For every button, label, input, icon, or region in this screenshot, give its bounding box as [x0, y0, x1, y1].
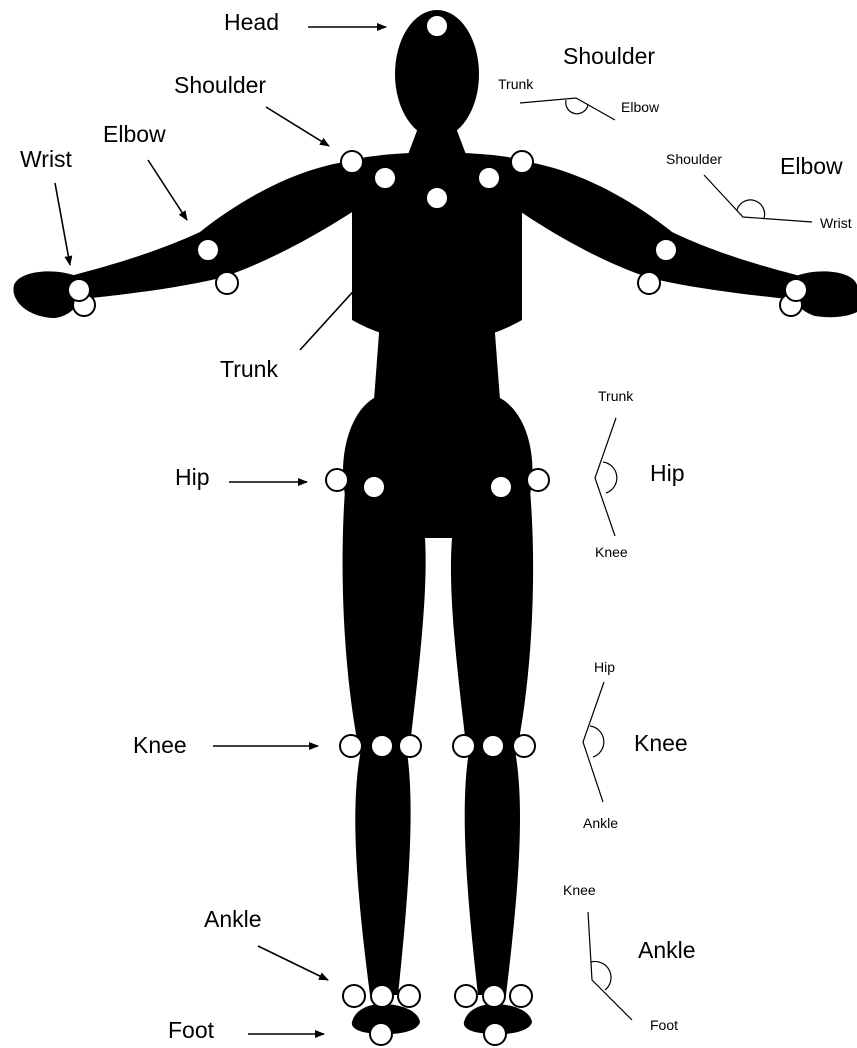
- left-shin-shape: [355, 745, 410, 995]
- human-silhouette: [13, 10, 857, 1034]
- ankle-angle-knee: Knee: [563, 882, 596, 898]
- hip-angle-knee: Knee: [595, 544, 628, 560]
- left-foot-marker: [370, 1023, 392, 1045]
- ankle-angle-diagram: Ankle Knee Foot: [563, 882, 696, 1033]
- right-ankle-marker-outer: [510, 985, 532, 1007]
- left-elbow-marker-lower: [216, 272, 238, 294]
- hip-angle-title: Hip: [650, 460, 685, 486]
- right-foot-marker: [484, 1023, 506, 1045]
- trunk-label: Trunk: [220, 356, 278, 382]
- shoulder-angle-diagram: Shoulder Trunk Elbow: [498, 43, 660, 120]
- left-hip-marker-outer: [326, 469, 348, 491]
- ankle-angle-arc: [591, 961, 611, 990]
- left-knee-marker-inner: [399, 735, 421, 757]
- shoulder-arrow: [266, 107, 329, 146]
- foot-label: Foot: [168, 1017, 215, 1043]
- right-hip-marker-inner: [490, 476, 512, 498]
- right-elbow-marker-lower: [638, 272, 660, 294]
- ankle-angle-title: Ankle: [638, 937, 696, 963]
- right-knee-marker-inner: [453, 735, 475, 757]
- left-hip-marker-inner: [363, 476, 385, 498]
- wrist-arrow: [55, 183, 70, 265]
- right-shin-shape: [465, 745, 520, 995]
- shoulder-angle-title: Shoulder: [563, 43, 655, 69]
- left-ankle-marker-inner: [398, 985, 420, 1007]
- elbow-angle-diagram: Elbow Shoulder Wrist: [666, 151, 852, 231]
- elbow-angle-wrist: Wrist: [820, 215, 852, 231]
- hip-label: Hip: [175, 464, 210, 490]
- shoulder-angle-arc: [566, 100, 588, 114]
- knee-angle-arc: [590, 726, 604, 757]
- left-thigh-shape: [343, 490, 437, 745]
- left-shoulder-marker-inner: [374, 167, 396, 189]
- left-ankle-marker-center: [371, 985, 393, 1007]
- left-knee-marker-outer: [340, 735, 362, 757]
- right-knee-marker-outer: [513, 735, 535, 757]
- elbow-angle-shoulder: Shoulder: [666, 151, 722, 167]
- knee-angle-hip: Hip: [594, 659, 615, 675]
- hip-angle-lines: [595, 418, 616, 536]
- left-ankle-marker-outer: [343, 985, 365, 1007]
- knee-label: Knee: [133, 732, 187, 758]
- knee-angle-ankle: Ankle: [583, 815, 618, 831]
- ankle-label: Ankle: [204, 906, 262, 932]
- left-shoulder-marker-outer: [341, 151, 363, 173]
- knee-angle-title: Knee: [634, 730, 688, 756]
- right-shoulder-marker-outer: [511, 151, 533, 173]
- elbow-label: Elbow: [103, 121, 166, 147]
- right-ankle-marker-center: [483, 985, 505, 1007]
- right-elbow-marker: [655, 239, 677, 261]
- trunk-marker: [426, 187, 448, 209]
- left-wrist-marker: [68, 279, 90, 301]
- right-ankle-marker-inner: [455, 985, 477, 1007]
- elbow-angle-lines: [704, 175, 812, 222]
- right-knee-marker-center: [482, 735, 504, 757]
- hip-angle-diagram: Hip Trunk Knee: [595, 388, 685, 560]
- right-thigh-shape: [437, 490, 533, 745]
- shoulder-angle-trunk: Trunk: [498, 76, 534, 92]
- wrist-label: Wrist: [20, 146, 73, 172]
- head-marker: [426, 15, 448, 37]
- ankle-arrow: [258, 946, 328, 980]
- head-label: Head: [224, 9, 279, 35]
- waist-shape: [374, 320, 500, 400]
- right-hip-marker-outer: [527, 469, 549, 491]
- shoulder-label: Shoulder: [174, 72, 266, 98]
- knee-angle-diagram: Knee Hip Ankle: [583, 659, 688, 831]
- shoulder-angle-elbow: Elbow: [621, 99, 660, 115]
- knee-angle-lines: [583, 682, 604, 802]
- elbow-arrow: [148, 160, 187, 220]
- hip-angle-trunk: Trunk: [598, 388, 634, 404]
- right-shoulder-marker-inner: [478, 167, 500, 189]
- elbow-angle-title: Elbow: [780, 153, 843, 179]
- left-elbow-marker: [197, 239, 219, 261]
- hip-angle-arc: [603, 462, 617, 493]
- right-wrist-marker: [785, 279, 807, 301]
- ankle-angle-foot: Foot: [650, 1017, 678, 1033]
- left-knee-marker-center: [371, 735, 393, 757]
- ankle-angle-lines: [588, 912, 632, 1020]
